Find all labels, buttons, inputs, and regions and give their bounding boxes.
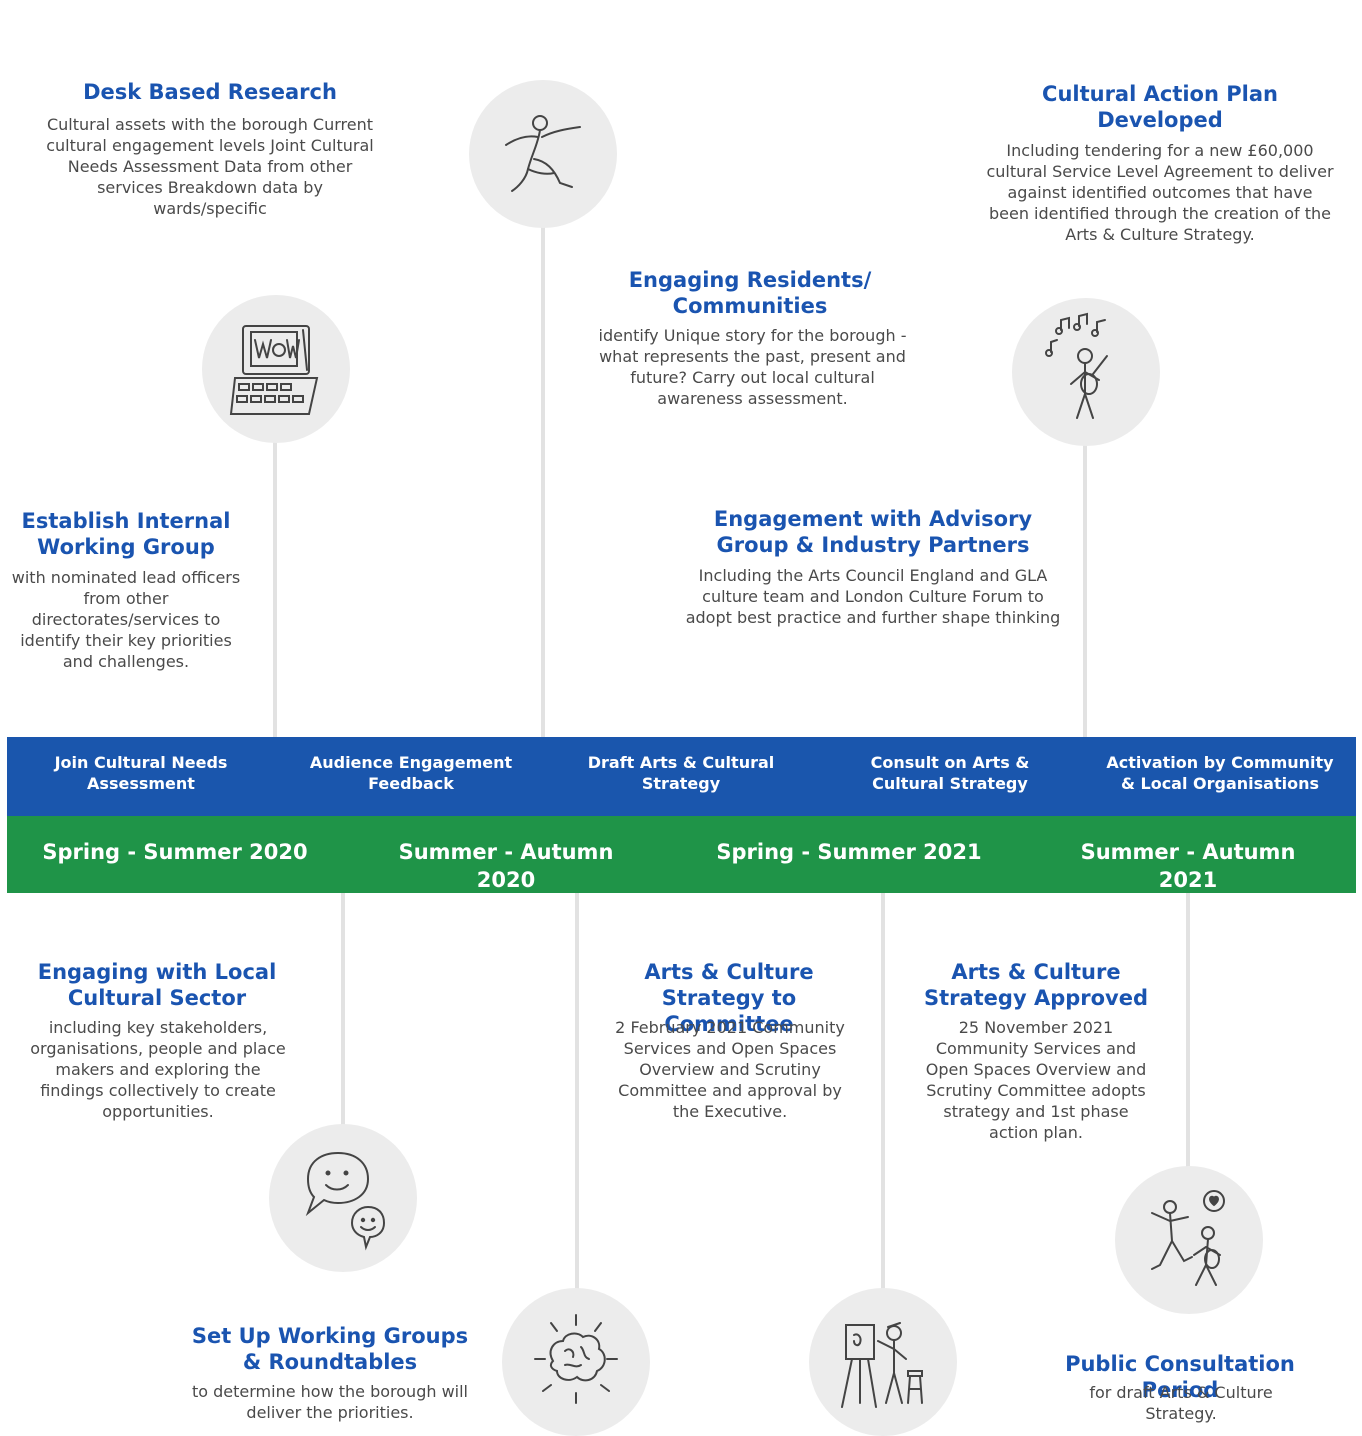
approved-text: 25 November 2021 Community Services and …	[925, 1018, 1147, 1142]
approved-title: Arts & Culture Strategy Approved	[923, 960, 1149, 1010]
speech-bubbles-icon	[305, 1151, 386, 1251]
period-summer-autumn-2021: Summer - Autumn 2021	[1080, 840, 1296, 892]
phase-join-needs-assessment: Join Cultural Needs Assessment	[54, 753, 228, 793]
period-spring-summer-2020: Spring - Summer 2020	[42, 840, 308, 864]
dancer-icon	[505, 115, 581, 192]
working-groups-text: to determine how the borough will delive…	[191, 1382, 468, 1422]
period-summer-autumn-2020: Summer - Autumn 2020	[398, 840, 614, 892]
connector-line-internal-group	[273, 440, 277, 737]
brain-icon-circle	[502, 1288, 650, 1436]
musician-icon-circle	[1012, 298, 1160, 446]
local-sector-title: Engaging with Local Cultural Sector	[37, 960, 277, 1010]
computer-icon-circle	[202, 295, 350, 443]
consultation-title: Public Consultation Period	[1065, 1352, 1295, 1402]
phase-audience-feedback: Audience Engagement Feedback	[309, 753, 513, 793]
phases-band	[7, 737, 1356, 816]
dancing-couple-icon	[1151, 1190, 1225, 1286]
connector-line-desk-research	[541, 215, 545, 737]
internal-group-text: with nominated lead officers from other …	[11, 568, 241, 671]
connector-line-local-sector	[341, 893, 345, 1143]
phase-activation: Activation by Community & Local Organisa…	[1106, 753, 1334, 793]
period-spring-summer-2021: Spring - Summer 2021	[716, 840, 982, 864]
consultation-text: for draft Arts & Culture Strategy.	[1089, 1383, 1273, 1423]
periods-band	[7, 816, 1356, 893]
speech-bubbles-icon-circle	[269, 1124, 417, 1272]
committee-title: Arts & Culture Strategy to Committee	[644, 960, 814, 1036]
connector-line-committee	[575, 893, 579, 1293]
local-sector-text: including key stakeholders, organisation…	[30, 1018, 286, 1121]
phase-consult-strategy: Consult on Arts & Cultural Strategy	[870, 753, 1030, 793]
computer-wow-icon	[229, 325, 319, 415]
desk-research-title: Desk Based Research	[83, 80, 337, 104]
connector-line-consultation	[1186, 893, 1190, 1173]
painter-icon-circle	[809, 1288, 957, 1436]
advisory-group-title: Engagement with Advisory Group & Industr…	[713, 507, 1033, 557]
connector-line-action-plan	[1083, 440, 1087, 737]
musician-icon	[1045, 312, 1108, 419]
connector-line-approved	[881, 893, 885, 1313]
engaging-residents-text: identify Unique story for the borough - …	[598, 326, 907, 408]
painter-icon	[841, 1322, 923, 1408]
advisory-group-text: Including the Arts Council England and G…	[685, 566, 1061, 627]
internal-group-title: Establish Internal Working Group	[21, 509, 231, 559]
action-plan-title: Cultural Action Plan Developed	[1042, 82, 1278, 132]
desk-research-text: Cultural assets with the borough Current…	[46, 115, 374, 218]
dancing-couple-icon-circle	[1115, 1166, 1263, 1314]
committee-text: 2 February 2021 Community Services and O…	[615, 1018, 845, 1121]
working-groups-title: Set Up Working Groups & Roundtables	[191, 1324, 469, 1374]
phase-draft-strategy: Draft Arts & Cultural Strategy	[587, 753, 775, 793]
dancer-icon-circle	[469, 80, 617, 228]
engaging-residents-title: Engaging Residents/ Communities	[628, 268, 872, 318]
brain-icon	[534, 1314, 618, 1404]
action-plan-text: Including tendering for a new £60,000 cu…	[986, 141, 1334, 244]
